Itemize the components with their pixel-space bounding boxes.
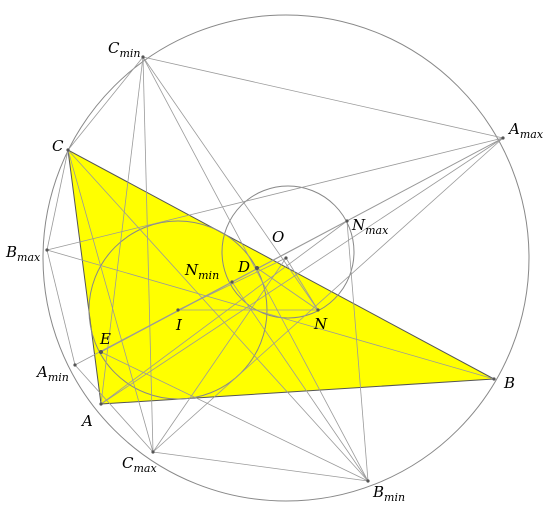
line-nmin-bmin [231,281,369,482]
line-cmin-n [142,56,319,311]
line-d-n [256,267,319,311]
label-n: N [313,315,328,333]
line-amax-cmax [152,137,504,453]
label-o: O [272,228,284,246]
line-e-amax [100,137,504,353]
line-amin-cmax [74,364,154,453]
label-b: B [503,374,515,392]
point-nmax [345,219,349,223]
point-cmax [151,450,155,454]
circumcircle [42,14,530,502]
line-o-n [285,257,319,311]
points [45,55,505,483]
line-cmax-o [152,257,287,453]
line-nmax-a [100,220,348,405]
line-c-bmin [67,149,369,482]
point-o [284,256,288,260]
point-e [99,350,103,354]
point-n [316,308,320,312]
point-nmin [230,280,234,284]
line-cmin-a [100,56,144,405]
point-a [99,402,103,406]
line-a-amax [100,137,504,405]
label-nmin: Nmin [184,261,219,282]
line-i-o [177,257,287,311]
label-e: E [99,330,111,348]
point-b [492,377,496,381]
label-cmin: Cmin [108,39,141,60]
label-a: A [80,412,93,430]
nine-point-circle [221,185,355,319]
line-c-cmax [67,149,154,453]
line-bmax-c [46,149,69,251]
line-bmax-amax [46,137,504,251]
construction-lines [46,56,504,482]
line-bmin-e [100,351,369,482]
label-bmax: Bmax [5,243,41,264]
line-cmin-cmax [142,56,154,453]
line-cmax-bmin [152,451,369,482]
point-cmin [141,55,145,59]
line-c-cmin [67,56,144,151]
point-bmax [45,248,49,252]
label-i: I [175,316,183,334]
label-nmax: Nmax [351,216,389,237]
label-amax: Amax [507,120,544,141]
label-c: C [52,137,64,155]
point-c [66,148,70,152]
line-bmin-nmax [346,220,369,482]
point-amax [501,136,505,140]
label-cmax: Cmax [122,454,157,475]
line-bmax-amin [46,249,76,366]
label-d: D [237,258,250,276]
line-bmax-b [46,249,495,380]
point-i [176,308,180,312]
labels: A B C D E I N O Amax Amin Bmax Bmin Cmax… [5,39,544,504]
point-amin [73,363,77,367]
line-cmin-amax [142,56,504,139]
label-bmin: Bmin [372,483,405,504]
triangle-abc [67,149,496,405]
point-bmin [366,479,370,483]
label-amin: Amin [35,363,69,384]
point-d [255,266,259,270]
